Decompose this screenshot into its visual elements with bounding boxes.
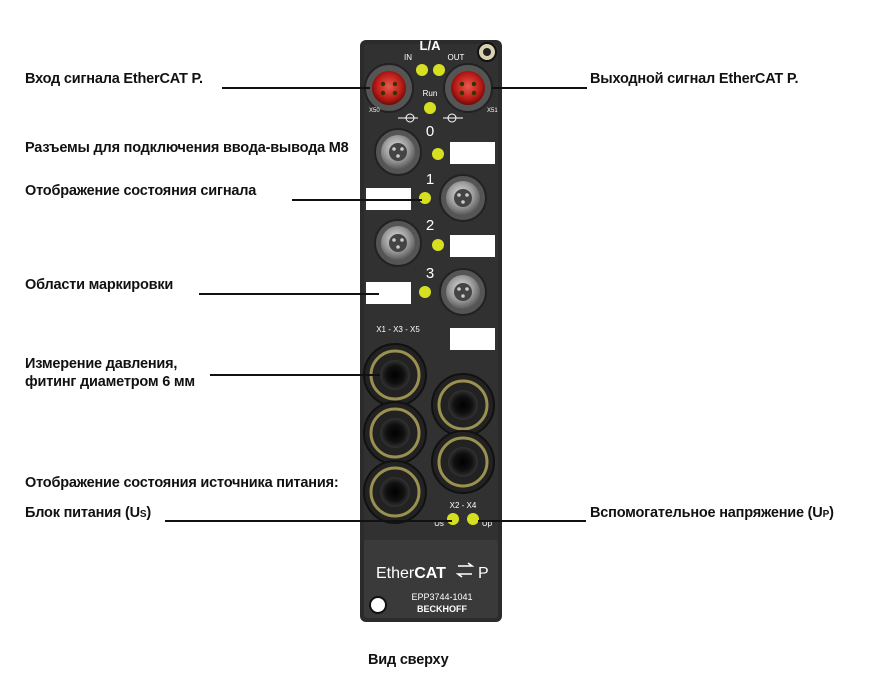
leader-pressure: [210, 374, 380, 376]
marking-area-0: [450, 142, 495, 164]
label-aux-voltage: Вспомогательное напряжение (UP): [590, 505, 834, 521]
label-signal-status: Отображение состояния сигнала: [25, 183, 257, 199]
m8-connector-1: [439, 174, 487, 222]
label-pressure-line1: Измерение давления,: [25, 356, 178, 372]
label-ethercat-in: Вход сигнала EtherCAT P.: [25, 71, 203, 87]
label-run: Run: [423, 89, 438, 98]
pressure-fitting-x4: [431, 430, 495, 494]
m8-connector-3: [439, 268, 487, 316]
led-signal-2: [432, 239, 444, 251]
ethercat-arrows-icon: [455, 562, 475, 578]
caption-top-view: Вид сверху: [368, 652, 449, 668]
leader-signal-status: [292, 199, 422, 201]
label-pressure-line2: фитинг диаметром 6 мм: [25, 374, 195, 390]
label-out: OUT: [448, 53, 465, 62]
led-signal-1: [419, 192, 431, 204]
label-x50: X50: [369, 108, 380, 114]
maker-name: BECKHOFF: [417, 604, 467, 614]
pressure-fitting-x1: [363, 343, 427, 407]
label-x51: X51: [487, 108, 498, 114]
marking-area-3: [366, 282, 411, 304]
leader-aux-voltage: [478, 520, 586, 522]
channel-0: 0: [426, 123, 434, 140]
label-power-status: Отображение состояния источника питания:: [25, 475, 339, 491]
label-up: Up: [482, 519, 493, 528]
pressure-fitting-x5: [363, 460, 427, 524]
marking-area-4: [450, 328, 495, 350]
leader-power-block: [165, 520, 452, 522]
m8-connector-0: [374, 128, 422, 176]
brand-p: P: [478, 565, 489, 582]
pressure-fitting-x2: [431, 373, 495, 437]
label-us: Us: [434, 519, 444, 528]
marking-area-2: [450, 235, 495, 257]
m8-connector-2: [374, 219, 422, 267]
led-run: [424, 102, 436, 114]
model-number: EPP3744-1041: [411, 592, 472, 602]
led-la-out: [433, 64, 445, 76]
label-m8-connectors: Разъемы для подключения ввода-вывода M8: [25, 140, 349, 156]
label-x1-x3-x5: X1 - X3 - X5: [376, 325, 420, 334]
led-up: [467, 513, 479, 525]
pressure-fitting-x3: [363, 401, 427, 465]
leader-ethercat-in: [222, 87, 370, 89]
leader-marking-areas: [199, 293, 379, 295]
label-ethercat-out: Выходной сигнал EtherCAT P.: [590, 71, 799, 87]
channel-3: 3: [426, 265, 434, 282]
label-in: IN: [404, 53, 412, 62]
label-marking-areas: Области маркировки: [25, 277, 174, 293]
leader-ethercat-out: [492, 87, 587, 89]
channel-1: 1: [426, 171, 434, 188]
led-signal-3: [419, 286, 431, 298]
led-us: [447, 513, 459, 525]
mount-hole-bottom: [369, 596, 387, 614]
led-la-in: [416, 64, 428, 76]
led-signal-0: [432, 148, 444, 160]
label-la: L/A: [420, 38, 442, 53]
brand-logo: EtherCAT: [376, 565, 446, 582]
label-power-block: Блок питания (US): [25, 505, 152, 521]
label-x2-x4: X2 - X4: [450, 501, 477, 510]
channel-2: 2: [426, 217, 434, 234]
